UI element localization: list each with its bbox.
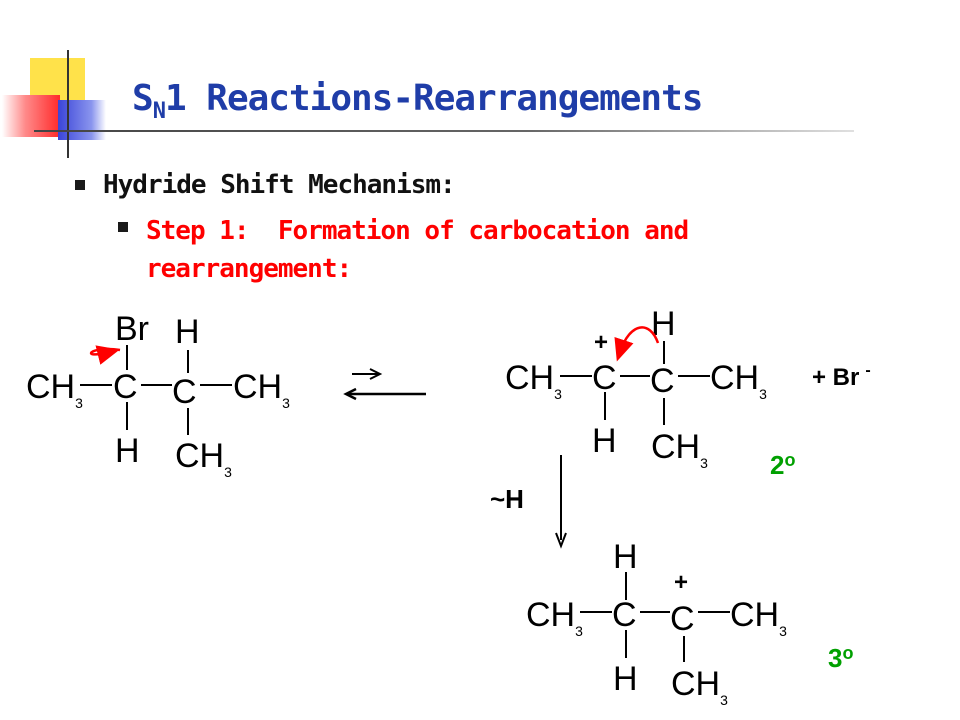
m1-ch3-left: CH3 (26, 368, 83, 411)
m1-h-bottom: H (115, 432, 140, 470)
m1-h-top: H (175, 313, 200, 351)
bullet-square-1 (75, 180, 85, 190)
m3-h-top: H (613, 538, 638, 576)
bullet-2-text: Step 1: Formation of carbocation and rea… (146, 212, 689, 288)
m3-h-bottom: H (613, 660, 638, 698)
hydride-shift-arrow: ~H (490, 455, 567, 549)
m1-ch3-right: CH3 (233, 368, 290, 411)
m2-c2: C (650, 362, 675, 400)
m2-ch3-right: CH3 (710, 359, 767, 402)
m2-ch3-bottom: CH3 (651, 428, 708, 471)
bromide-ion: + Br- (812, 362, 871, 391)
step-label: Step 1: (146, 216, 250, 246)
bullet-square-2 (118, 222, 128, 232)
molecule-secondary-cation: CH3 C + H C H CH3 CH3 + Br- 2o (505, 305, 871, 480)
m1-curved-arrow (89, 345, 121, 365)
m2-plus: + (594, 329, 608, 356)
deco-vertical-line (67, 50, 69, 158)
secondary-label: 2o (770, 450, 795, 480)
m3-ch3-bottom: CH3 (671, 665, 728, 708)
m3-c1: C (612, 596, 637, 634)
m3-ch3-right: CH3 (730, 596, 787, 639)
step-description-cont: rearrangement: (146, 254, 352, 284)
m1-br: Br (115, 310, 149, 348)
equilibrium-arrows (343, 368, 426, 401)
m3-c2: C (670, 600, 695, 638)
m2-c1: C (592, 359, 617, 397)
m1-c2: C (172, 373, 197, 411)
molecule-reactant: CH3 C Br H C H CH3 CH3 (26, 310, 290, 480)
deco-blue-square (58, 100, 106, 140)
bullet-1-text: Hydride Shift Mechanism: (103, 170, 456, 200)
deco-horizontal-line (34, 130, 854, 132)
m1-c1: C (113, 368, 138, 406)
m2-curved-arrow (614, 326, 660, 362)
tertiary-label: 3o (828, 643, 853, 673)
m3-ch3-left: CH3 (526, 596, 583, 639)
m2-ch3-left: CH3 (505, 359, 562, 402)
m1-ch3-bottom: CH3 (175, 437, 232, 480)
hydride-shift-label: ~H (490, 484, 524, 514)
m2-h-bottom: H (592, 422, 617, 460)
molecule-tertiary-cation: CH3 C H H C + CH3 CH3 3o (526, 538, 853, 708)
title-main: S (132, 78, 154, 119)
title-rest: 1 Reactions-Rearrangements (164, 78, 704, 119)
step-description: Formation of carbocation and (277, 216, 689, 246)
m3-plus: + (674, 569, 688, 596)
title-subscript: N (152, 99, 166, 125)
page-title: SN1 Reactions-Rearrangements (132, 78, 704, 125)
